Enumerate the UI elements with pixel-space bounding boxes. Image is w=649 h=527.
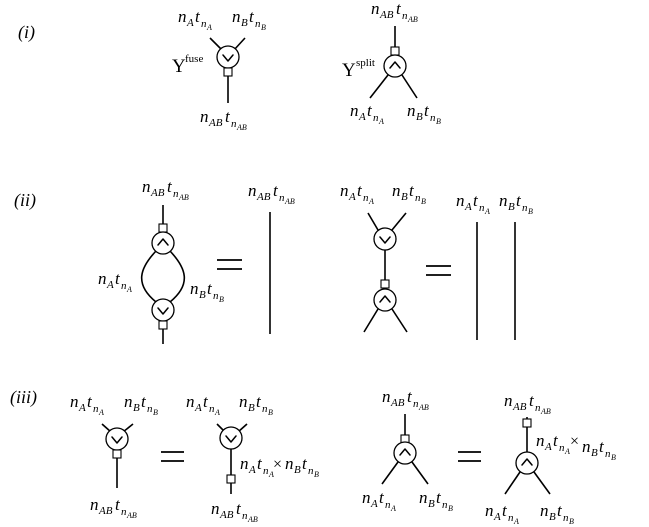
times-sign: ×	[570, 433, 579, 450]
section-label-iii: (iii)	[10, 387, 37, 408]
label-nA-tnA	[178, 7, 212, 32]
split-vertex: Υ split	[342, 0, 441, 126]
fuse-split-chain	[340, 181, 426, 333]
label-nB-tnB	[232, 7, 266, 32]
label-nAB-tnAB	[382, 387, 429, 412]
label-nB-tnB	[407, 101, 441, 126]
label-nB-tnB	[190, 279, 224, 304]
split-operator-symbol: Υ	[342, 60, 356, 81]
label-nB-tnB	[540, 501, 574, 526]
fuse-operator-symbol: Υ	[172, 56, 186, 77]
label-nA-tnA	[98, 269, 132, 294]
label-nB-tnB	[419, 488, 453, 513]
label-nB-tnB	[499, 191, 533, 216]
fuse-operator-sup: fuse	[185, 53, 203, 65]
label-product-nA-tnA	[536, 431, 570, 456]
label-nAB-tnAB	[248, 181, 295, 206]
label-nA-tnA	[456, 191, 490, 216]
split-vertex-right: ×	[485, 391, 616, 526]
label-nAB-tnAB	[90, 495, 137, 520]
label-nB-tnB	[392, 181, 426, 206]
label-nA-tnA	[350, 101, 384, 126]
label-nA-tnA	[186, 392, 220, 417]
fuse-vertex: Υ fuse	[172, 7, 266, 132]
split-vertex-left	[362, 387, 453, 513]
label-nAB-tnAB	[211, 499, 258, 524]
section-label-i: (i)	[18, 22, 35, 43]
label-product-nB-tnB	[582, 437, 616, 462]
equals-sign	[217, 259, 242, 270]
identity-line-AB	[248, 181, 295, 334]
label-nAB-tnAB	[504, 391, 551, 416]
label-nAB-tnAB	[200, 107, 247, 132]
equals-sign	[426, 265, 451, 276]
label-nAB-tnAB	[371, 0, 418, 24]
label-product-nA-tnA	[240, 454, 274, 479]
label-nAB-tnAB	[142, 177, 189, 202]
fuse-vertex-right: ×	[186, 392, 319, 524]
split-fuse-loop	[98, 177, 224, 344]
label-nA-tnA	[340, 181, 374, 206]
label-product-nB-tnB	[285, 454, 319, 479]
label-nA-tnA	[70, 392, 104, 417]
split-operator-sup: split	[356, 57, 375, 69]
label-nB-tnB	[124, 392, 158, 417]
times-sign: ×	[273, 456, 282, 473]
equals-sign	[458, 451, 481, 462]
equals-sign	[161, 451, 184, 462]
fuse-vertex-left	[70, 392, 158, 520]
label-nA-tnA	[485, 501, 519, 526]
identity-lines-A-B	[456, 191, 533, 340]
section-label-ii: (ii)	[14, 190, 36, 211]
label-nA-tnA	[362, 488, 396, 513]
label-nB-tnB	[239, 392, 273, 417]
